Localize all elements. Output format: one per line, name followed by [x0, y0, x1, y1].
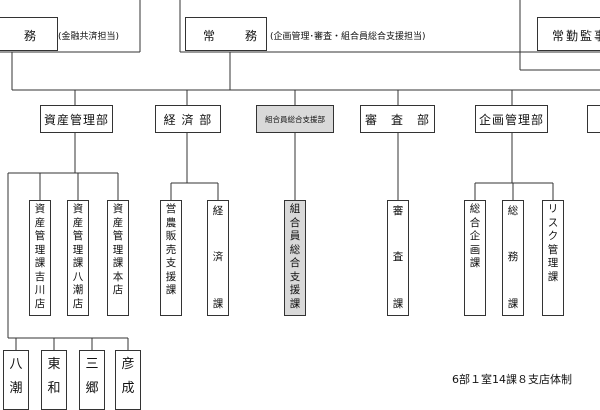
label-char: 販: [165, 230, 177, 242]
label-char: 店: [34, 297, 46, 310]
label-char: 潮: [72, 284, 84, 296]
label-char: 理: [72, 243, 84, 256]
dept-kumiai: 組合員総合支援部: [256, 105, 334, 133]
label-char: 理: [34, 243, 46, 256]
section-box: 審査課: [387, 200, 409, 316]
label-char: 画: [469, 243, 481, 256]
dept-shisan: 資産管理部: [40, 105, 113, 133]
branch-box: 彦成: [115, 350, 141, 410]
label-char: 東: [47, 357, 61, 372]
section-box: 総合企画課: [464, 200, 486, 316]
label-char: 審: [392, 205, 404, 217]
branch-box: 東和: [41, 350, 67, 410]
section-box: 経済課: [207, 200, 229, 316]
label-char: 員: [289, 230, 301, 242]
label-char: 農: [165, 216, 177, 229]
managing-director-note: (企画管理･審査・組合員総合支援担当): [270, 32, 426, 42]
section-box: 資産管理課吉川店: [29, 200, 51, 316]
label-char: 課: [289, 297, 301, 310]
label-char: 管: [34, 230, 46, 242]
label-char: 合: [469, 216, 481, 229]
label-char: 管: [72, 230, 84, 242]
label-char: 課: [72, 257, 84, 269]
label-char: 資: [112, 203, 124, 215]
label-char: 八: [72, 270, 84, 283]
auditor-title: 常勤監事: [552, 29, 600, 43]
label-char: 務: [507, 251, 519, 264]
branch-box: 三郷: [79, 350, 105, 410]
label-char: 課: [112, 257, 124, 269]
branch-box: 八潮: [3, 350, 29, 410]
label-char: 理: [547, 257, 559, 269]
label-char: 課: [507, 297, 519, 310]
label-char: 管: [547, 243, 559, 256]
label-char: ス: [547, 216, 559, 229]
dept-keizai: 経 済 部: [155, 105, 221, 133]
label-char: 産: [112, 216, 124, 229]
label-char: 店: [112, 284, 124, 296]
label-char: 吉: [34, 270, 46, 283]
dept-kikaku: 企画管理部: [475, 105, 548, 133]
label-char: 三: [85, 357, 99, 372]
label-char: 経: [212, 205, 224, 217]
label-char: 組: [289, 203, 301, 215]
org-connector-lines: [0, 0, 600, 350]
label-char: 資: [34, 203, 46, 215]
label-char: 理: [112, 243, 124, 256]
executive-note-left: (金融共済担当): [58, 32, 120, 42]
label-char: 支: [165, 257, 177, 269]
label-char: 八: [9, 357, 23, 372]
label-char: 川: [34, 284, 46, 296]
label-char: 課: [34, 257, 46, 269]
label-char: 課: [212, 297, 224, 310]
executive-box-left: [0, 17, 58, 51]
label-char: リ: [547, 203, 559, 215]
label-char: 本: [112, 270, 124, 283]
label-char: 和: [47, 381, 61, 396]
label-char: 課: [392, 297, 404, 310]
label-char: 総: [507, 205, 519, 217]
section-box: 営農販売支援課: [160, 200, 182, 316]
label-char: 課: [547, 270, 559, 283]
label-char: 彦: [121, 357, 135, 372]
label-char: 合: [289, 257, 301, 269]
label-char: 企: [469, 230, 481, 242]
label-char: 売: [165, 243, 177, 256]
label-char: ク: [547, 230, 559, 242]
label-char: 済: [212, 251, 224, 264]
label-char: 成: [121, 381, 135, 396]
label-char: 産: [72, 216, 84, 229]
label-char: 課: [165, 284, 177, 296]
label-char: 課: [469, 257, 481, 269]
auditor-box: [537, 17, 600, 51]
label-char: 査: [392, 251, 404, 264]
label-char: 援: [165, 270, 177, 283]
dept-cut-box: [587, 105, 600, 133]
section-box: 組合員総合支援課: [284, 200, 306, 316]
dept-shinsa: 審 査 部: [360, 105, 435, 133]
label-char: 合: [289, 216, 301, 229]
label-char: 管: [112, 230, 124, 242]
label-char: 店: [72, 297, 84, 310]
label-char: 総: [469, 203, 481, 215]
label-char: 潮: [9, 381, 23, 396]
label-char: 支: [289, 270, 301, 283]
section-box: 資産管理課本店: [107, 200, 129, 316]
label-char: 援: [289, 284, 301, 296]
executive-title-left: 務: [24, 29, 39, 43]
section-box: 総務課: [502, 200, 524, 316]
label-char: 産: [34, 216, 46, 229]
org-structure-caption: 6部１室14課８支店体制: [452, 373, 572, 386]
label-char: 郷: [85, 381, 99, 396]
label-char: 資: [72, 203, 84, 215]
section-box: 資産管理課八潮店: [67, 200, 89, 316]
label-char: 営: [165, 203, 177, 215]
section-box: リスク管理課: [542, 200, 564, 316]
managing-director-box: [185, 17, 267, 51]
managing-director-title: 常 務: [203, 29, 260, 43]
label-char: 総: [289, 243, 301, 256]
